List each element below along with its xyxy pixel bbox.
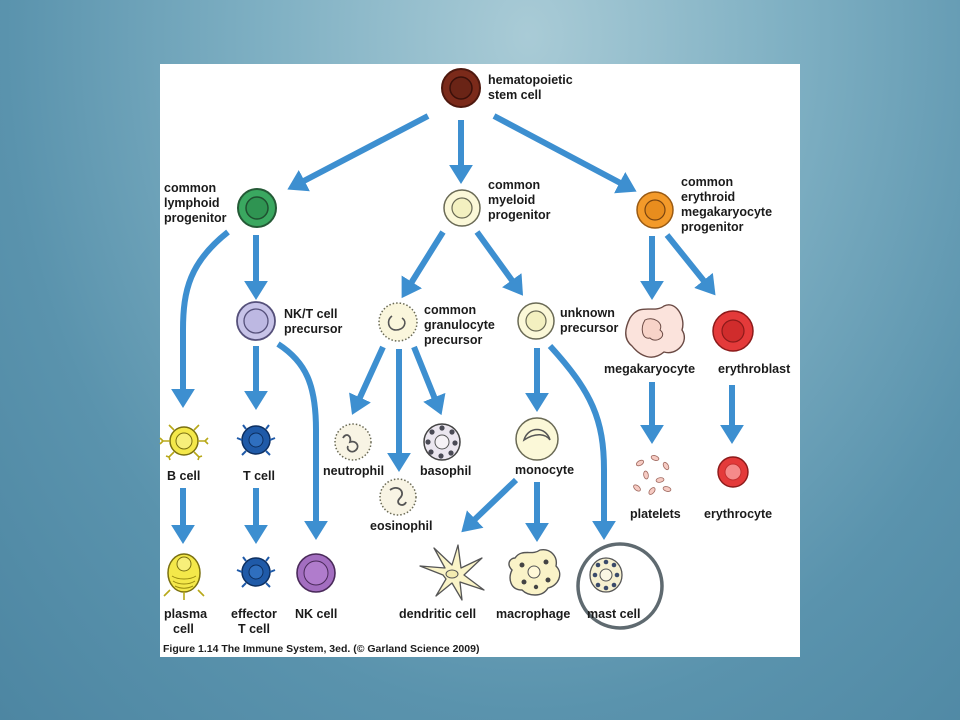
label-dendritic: dendritic cell — [399, 607, 476, 621]
erythroid-megakaryocyte-progenitor-icon — [636, 191, 674, 229]
erythroblast-icon — [712, 310, 754, 352]
t-cell-icon — [236, 424, 276, 456]
erythrocyte-icon — [717, 456, 749, 488]
b-cell-icon — [159, 424, 209, 461]
figure-panel — [160, 64, 800, 657]
stem-cell-icon — [441, 68, 481, 108]
label-bcell: B cell — [167, 469, 200, 483]
label-basophil: basophil — [420, 464, 471, 478]
common-myeloid-progenitor-icon — [443, 189, 481, 227]
label-erythroblast: erythroblast — [718, 362, 791, 376]
label-eosinophil: eosinophil — [370, 519, 433, 533]
dendritic-cell-icon — [419, 544, 485, 601]
platelets-icon — [633, 455, 672, 495]
effector-t-cell-icon — [236, 556, 276, 588]
label-monocyte: monocyte — [515, 463, 574, 477]
common-lymphoid-progenitor-icon — [237, 188, 277, 228]
granulocyte-precursor-icon — [378, 302, 418, 342]
macrophage-icon — [508, 549, 561, 596]
label-nkcell: NK cell — [295, 607, 337, 621]
label-tcell: T cell — [243, 469, 275, 483]
label-neutrophil: neutrophil — [323, 464, 384, 478]
plasma-cell-icon — [163, 553, 205, 600]
monocyte-icon — [515, 417, 559, 461]
nk-t-precursor-icon — [236, 301, 276, 341]
nk-cell-icon — [296, 553, 336, 593]
label-mast: mast cell — [587, 607, 641, 621]
label-erythrocyte: erythrocyte — [704, 507, 772, 521]
megakaryocyte-icon — [625, 304, 685, 358]
figure-caption: Figure 1.14 The Immune System, 3ed. (© G… — [163, 643, 479, 655]
mast-cell-icon — [589, 557, 623, 593]
label-platelets: platelets — [630, 507, 681, 521]
label-megakaryocyte: megakaryocyte — [604, 362, 695, 376]
label-macrophage: macrophage — [496, 607, 570, 621]
unknown-precursor-icon — [517, 302, 555, 340]
eosinophil-icon — [379, 478, 417, 516]
neutrophil-icon — [334, 423, 372, 461]
basophil-icon — [423, 423, 461, 461]
mast-cell-highlight-ring — [576, 542, 664, 630]
arrows — [171, 113, 744, 544]
